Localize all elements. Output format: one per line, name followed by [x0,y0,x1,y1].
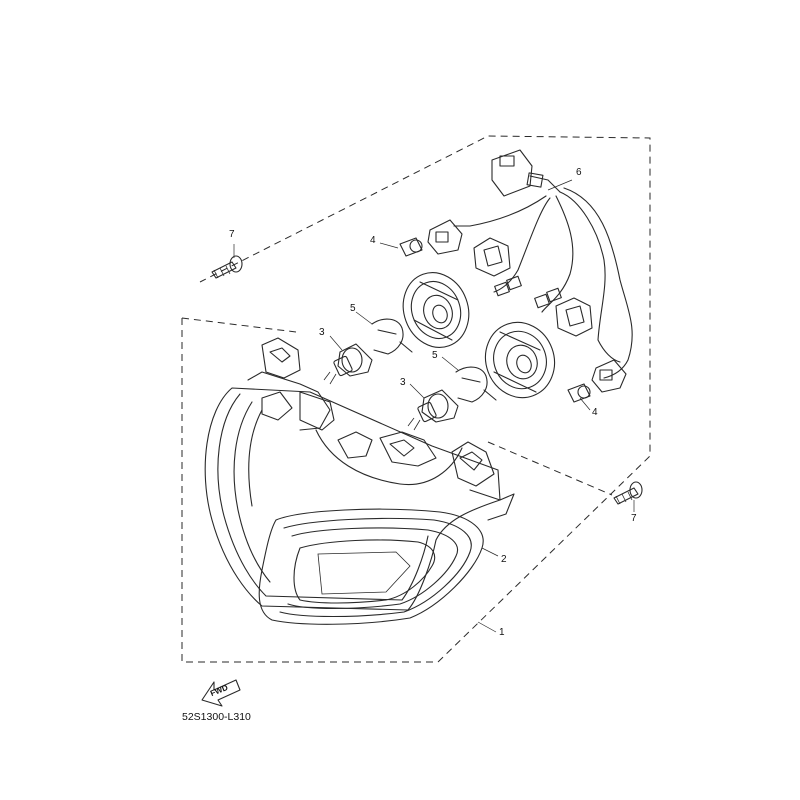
reflector-left [402,272,470,348]
callout-3-upper: 3 [319,327,325,338]
headlight-housing [204,337,515,611]
drawing-code: 52S1300-L310 [182,711,251,723]
headlight-lens [258,508,484,625]
callout-7-upper: 7 [229,229,235,240]
wire-harness [427,149,633,393]
screw-lower [613,481,643,505]
reflector-right [484,321,556,399]
position-bulb-upper [399,237,423,257]
callout-2: 2 [501,554,507,565]
bulb-clip-upper [371,318,413,355]
callout-5-lower: 5 [432,350,438,361]
fwd-arrow [201,679,241,707]
headlight-bulb-lower [407,389,459,431]
leader-lines [233,179,635,633]
screw-upper [211,255,243,279]
assembly-boundary [181,135,651,663]
callout-5-upper: 5 [350,303,356,314]
lens-group-boundary [181,317,613,496]
bulb-clip-lower [455,366,497,403]
callout-4-lower: 4 [592,407,598,418]
callout-3-lower: 3 [400,377,406,388]
callout-4-upper: 4 [370,235,376,246]
position-bulb-lower [567,383,591,403]
callout-7-lower: 7 [631,513,637,524]
callout-6: 6 [576,167,582,178]
callout-1: 1 [499,627,505,638]
headlight-bulb-upper [323,343,373,385]
